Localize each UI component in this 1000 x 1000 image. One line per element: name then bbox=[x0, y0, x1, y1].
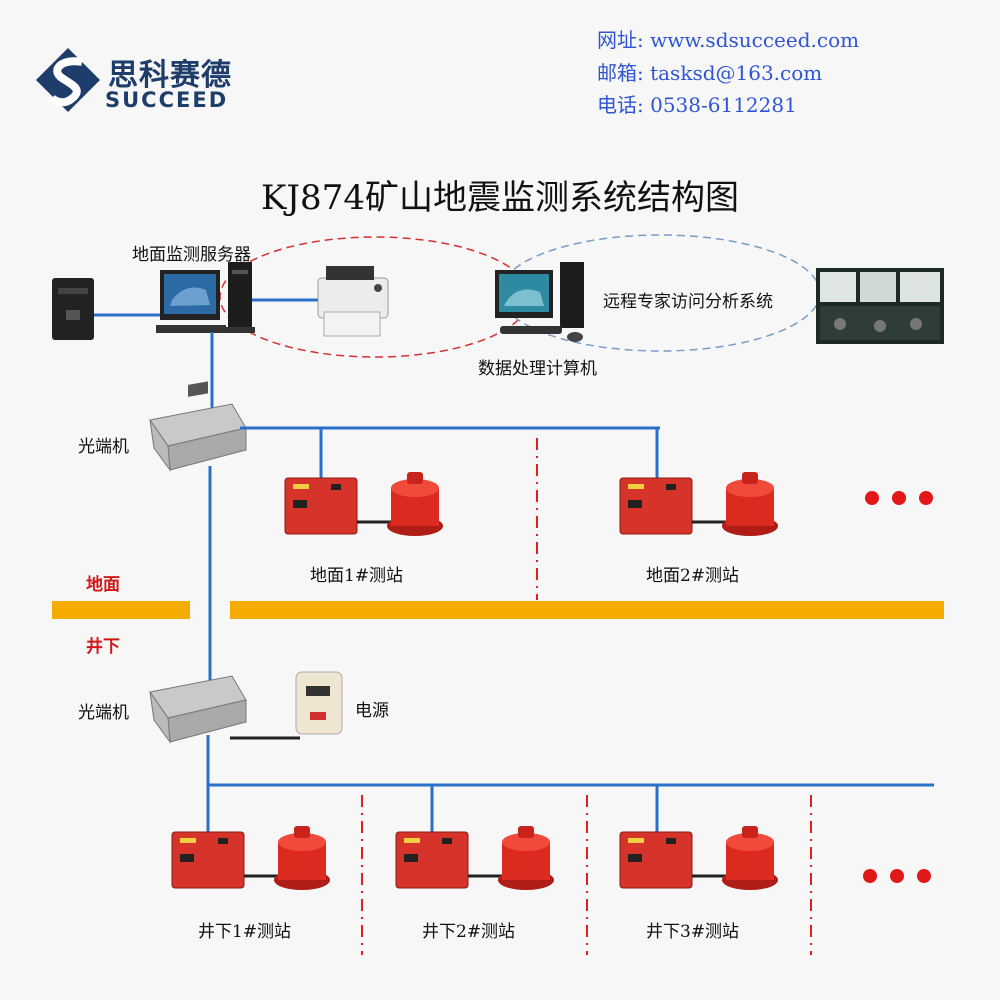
succeed-logo-icon bbox=[36, 48, 100, 112]
remote-monitoring-room-image bbox=[816, 268, 944, 344]
optical-terminal-top-icon bbox=[150, 381, 246, 470]
power-supply-icon bbox=[296, 672, 342, 734]
ground-bar-left bbox=[52, 601, 190, 619]
surface-label: 地面 bbox=[86, 570, 120, 595]
more-surface-stations-marker bbox=[865, 491, 933, 505]
seismic-sensor-icon bbox=[387, 472, 443, 536]
underground-station-2-label: 井下2#测站 bbox=[422, 917, 515, 942]
seismic-sensor-icon bbox=[722, 472, 778, 536]
surface-station-1-equipment bbox=[285, 472, 443, 536]
ups-icon bbox=[52, 278, 94, 340]
underground-station-1-equipment bbox=[172, 826, 330, 890]
surface-station-2-equipment bbox=[620, 472, 778, 536]
server-computer-icon bbox=[156, 262, 255, 333]
optical-terminal-bottom-icon bbox=[150, 676, 246, 742]
seismic-sensor-icon bbox=[722, 826, 778, 890]
phone-text: 电话: 0538-6112281 bbox=[597, 89, 797, 118]
ground-bar-right bbox=[230, 601, 944, 619]
underground-station-1-label: 井下1#测站 bbox=[198, 917, 291, 942]
optical-terminal-bottom-label: 光端机 bbox=[78, 698, 129, 723]
seismic-sensor-icon bbox=[498, 826, 554, 890]
diagram-title: KJ874矿山地震监测系统结构图 bbox=[0, 170, 1000, 219]
website-text: 网址: www.sdsucceed.com bbox=[597, 24, 859, 53]
email-text: 邮箱: tasksd@163.com bbox=[597, 57, 822, 86]
server-label: 地面监测服务器 bbox=[132, 240, 251, 265]
data-processing-computer-icon bbox=[495, 262, 584, 342]
logo-english-text: SUCCEED bbox=[105, 88, 228, 112]
more-underground-stations-marker bbox=[863, 869, 931, 883]
optical-terminal-top-label: 光端机 bbox=[78, 432, 129, 457]
underground-station-3-label: 井下3#测站 bbox=[646, 917, 739, 942]
surface-station-2-label: 地面2#测站 bbox=[646, 561, 739, 586]
seismic-sensor-icon bbox=[274, 826, 330, 890]
data-pc-label: 数据处理计算机 bbox=[478, 354, 597, 379]
underground-station-2-equipment bbox=[396, 826, 554, 890]
remote-system-label: 远程专家访问分析系统 bbox=[603, 287, 773, 312]
power-label: 电源 bbox=[355, 696, 389, 721]
underground-label: 井下 bbox=[86, 632, 120, 657]
underground-station-3-equipment bbox=[620, 826, 778, 890]
printer-icon bbox=[318, 266, 388, 336]
surface-station-1-label: 地面1#测站 bbox=[310, 561, 403, 586]
